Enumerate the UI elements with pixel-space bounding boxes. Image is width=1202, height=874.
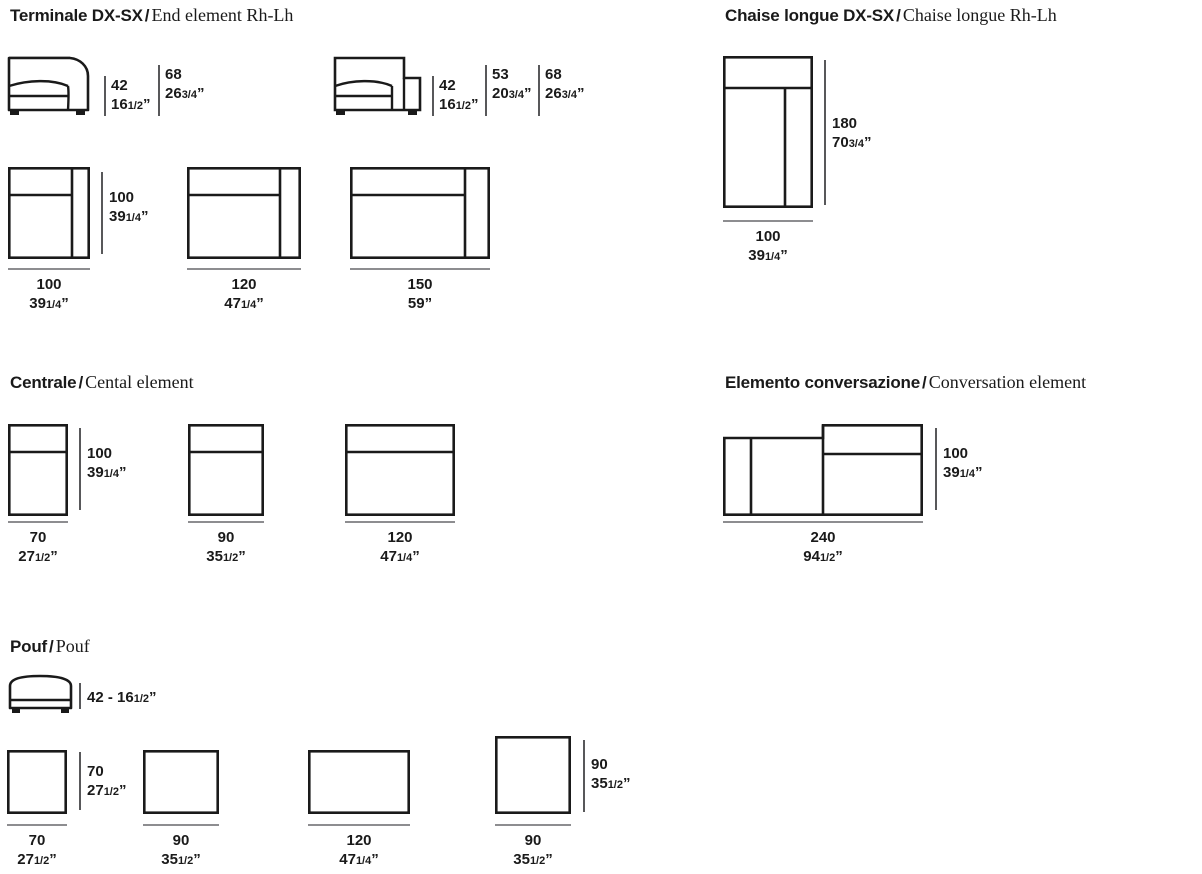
plan-pouf-120 (308, 750, 410, 814)
elevation-end-element-side (332, 52, 430, 120)
dim-tick-pouf-70 (79, 752, 81, 810)
section-title-it: Chaise longue DX-SX (725, 6, 895, 25)
plan-centrale-70 (8, 424, 68, 516)
section-title-it: Pouf (10, 637, 47, 656)
dim-label-terminale-plan-100: 100 391/4” (29, 276, 69, 312)
dim-rule-terminale-150 (350, 268, 490, 270)
title-separator: / (921, 373, 927, 392)
section-title-centrale: Centrale/Cental element (10, 372, 194, 393)
section-title-pouf: Pouf/Pouf (10, 636, 90, 657)
section-title-it: Centrale (10, 373, 77, 392)
dim-rule-pouf-90sq (495, 824, 571, 826)
dim-rule-chaise-100 (723, 220, 813, 222)
section-title-conversazione: Elemento conversazione/Conversation elem… (725, 372, 1086, 393)
section-title-en: Pouf (55, 636, 90, 656)
section-title-en: End element Rh-Lh (151, 5, 294, 25)
plan-terminale-100 (8, 167, 90, 259)
plan-pouf-70 (7, 750, 67, 814)
plan-chaise-longue (723, 56, 813, 208)
section-title-en: Conversation element (928, 372, 1087, 392)
dim-tick-pouf-height (79, 683, 81, 709)
dim-label-terminale-e1-68: 68 263/4” (165, 66, 205, 102)
dim-tick-depth-100 (101, 172, 103, 254)
title-separator: / (48, 637, 54, 656)
dim-tick-pouf-90 (583, 740, 585, 812)
dim-label-centrale-plan-90: 90 351/2” (206, 529, 246, 565)
dim-rule-terminale-100 (8, 268, 90, 270)
dim-label-chaise-depth: 180 703/4” (832, 115, 872, 151)
dim-label-pouf-plan-90: 90 351/2” (161, 832, 201, 868)
elevation-pouf (7, 672, 77, 716)
plan-centrale-90 (188, 424, 264, 516)
dim-tick-53 (485, 65, 487, 116)
dim-rule-centrale-70 (8, 521, 68, 523)
dim-label-terminale-e2-53: 53 203/4” (492, 66, 532, 102)
dim-rule-terminale-120 (187, 268, 301, 270)
dim-label-pouf-depth-90: 90 351/2” (591, 756, 631, 792)
section-title-terminale: Terminale DX-SX/End element Rh-Lh (10, 5, 293, 26)
dim-label-centrale-plan-120: 120 471/4” (380, 529, 420, 565)
plan-pouf-90 (143, 750, 219, 814)
dim-label-terminale-e2-68: 68 263/4” (545, 66, 585, 102)
dim-rule-centrale-120 (345, 521, 455, 523)
dim-label-terminale-plan-150: 150 59” (407, 276, 433, 312)
dim-label-pouf-plan-70: 70 271/2” (17, 832, 57, 868)
plan-centrale-120 (345, 424, 455, 516)
dim-tick-68 (158, 65, 160, 116)
plan-terminale-120 (187, 167, 301, 259)
dim-label-terminale-depth: 100 391/4” (109, 189, 149, 225)
dim-tick-68b (538, 65, 540, 116)
title-separator: / (78, 373, 84, 392)
section-title-en: Chaise longue Rh-Lh (902, 5, 1057, 25)
dim-rule-pouf-120 (308, 824, 410, 826)
dim-label-pouf-plan-120: 120 471/4” (339, 832, 379, 868)
dim-label-centrale-plan-70: 70 271/2” (18, 529, 58, 565)
plan-pouf-90-square (495, 736, 571, 814)
section-title-en: Cental element (85, 372, 194, 392)
dim-label-conversation-depth: 100 391/4” (943, 445, 983, 481)
dim-rule-pouf-90 (143, 824, 219, 826)
dim-rule-centrale-90 (188, 521, 264, 523)
elevation-end-element-front (6, 52, 96, 120)
plan-conversation-element (723, 424, 923, 516)
dim-tick-centrale-100 (79, 428, 81, 510)
dim-label-terminale-e2-42: 42 161/2” (439, 77, 479, 113)
dim-label-pouf-depth-70: 70 271/2” (87, 763, 127, 799)
dim-label-centrale-depth: 100 391/4” (87, 445, 127, 481)
dim-rule-conversation-240 (723, 521, 923, 523)
dim-tick-42b (432, 76, 434, 116)
dim-label-terminale-e1-42: 42 161/2” (111, 77, 151, 113)
dim-rule-pouf-70 (7, 824, 67, 826)
dim-label-chaise-width: 100 391/4” (748, 228, 788, 264)
dim-tick-42 (104, 76, 106, 116)
section-title-it: Elemento conversazione (725, 373, 920, 392)
dim-tick-conversation-100 (935, 428, 937, 510)
title-separator: / (896, 6, 901, 25)
dim-tick-chaise-180 (824, 60, 826, 205)
plan-terminale-150 (350, 167, 490, 259)
dim-label-pouf-plan-90sq: 90 351/2” (513, 832, 553, 868)
dim-label-conversation-width: 240 941/2” (803, 529, 843, 565)
dim-label-terminale-plan-120: 120 471/4” (224, 276, 264, 312)
dim-label-pouf-height: 42 - 161/2” (87, 689, 157, 706)
section-title-it: Terminale DX-SX (10, 6, 143, 25)
title-separator: / (144, 6, 150, 25)
section-title-chaise: Chaise longue DX-SX/Chaise longue Rh-Lh (725, 5, 1057, 26)
